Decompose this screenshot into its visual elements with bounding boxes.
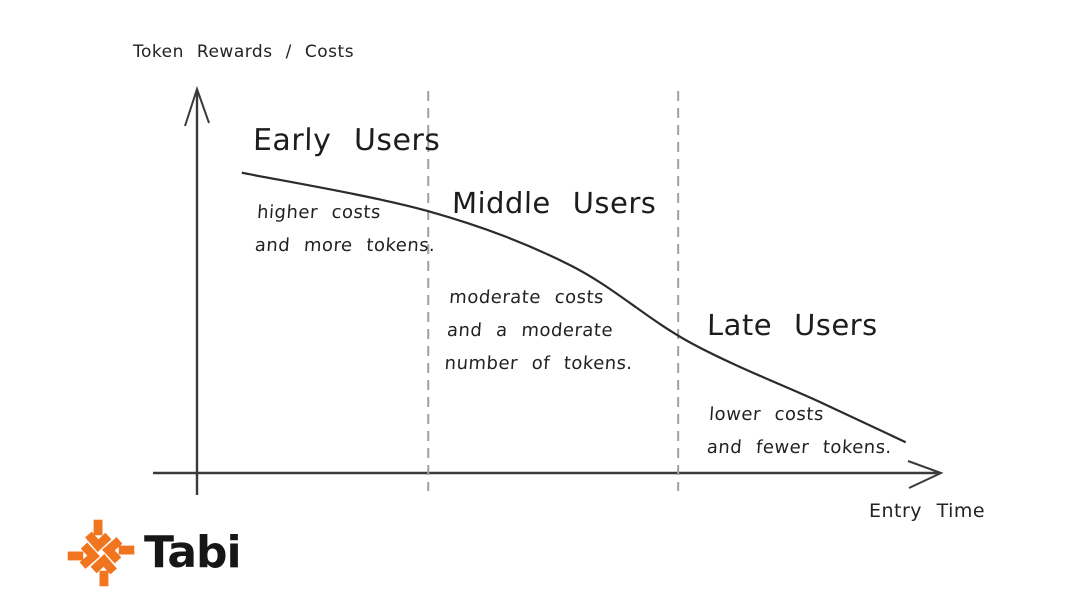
note-line: and a moderate <box>446 320 614 341</box>
note-line: number of tokens. <box>443 353 634 374</box>
y-axis-arrowhead <box>184 85 210 127</box>
tabi-wordmark: Tabi <box>144 527 242 578</box>
tabi-logo: Tabi <box>64 516 242 590</box>
y-axis <box>184 85 210 495</box>
note-line: lower costs <box>708 404 825 425</box>
x-axis-label: Entry Time <box>869 500 986 522</box>
note-line: and fewer tokens. <box>706 437 893 458</box>
x-axis-arrowhead <box>907 460 944 489</box>
section-notes-late-users: lower costs and fewer tokens. <box>706 398 896 464</box>
section-title-middle-users: Middle Users <box>451 186 657 220</box>
section-notes-early-users: higher costs and more tokens. <box>254 196 439 262</box>
x-axis <box>153 460 944 489</box>
note-line: and more tokens. <box>254 235 437 256</box>
reward-curve <box>241 171 907 444</box>
section-title-late-users: Late Users <box>706 308 879 342</box>
y-axis-label: Token Rewards / Costs <box>133 42 355 62</box>
note-line: moderate costs <box>448 287 605 308</box>
section-notes-middle-users: moderate costs and a moderate number of … <box>444 281 639 380</box>
section-title-early-users: Early Users <box>252 123 441 158</box>
note-line: higher costs <box>256 202 382 223</box>
tabi-pinwheel-icon <box>64 519 138 590</box>
